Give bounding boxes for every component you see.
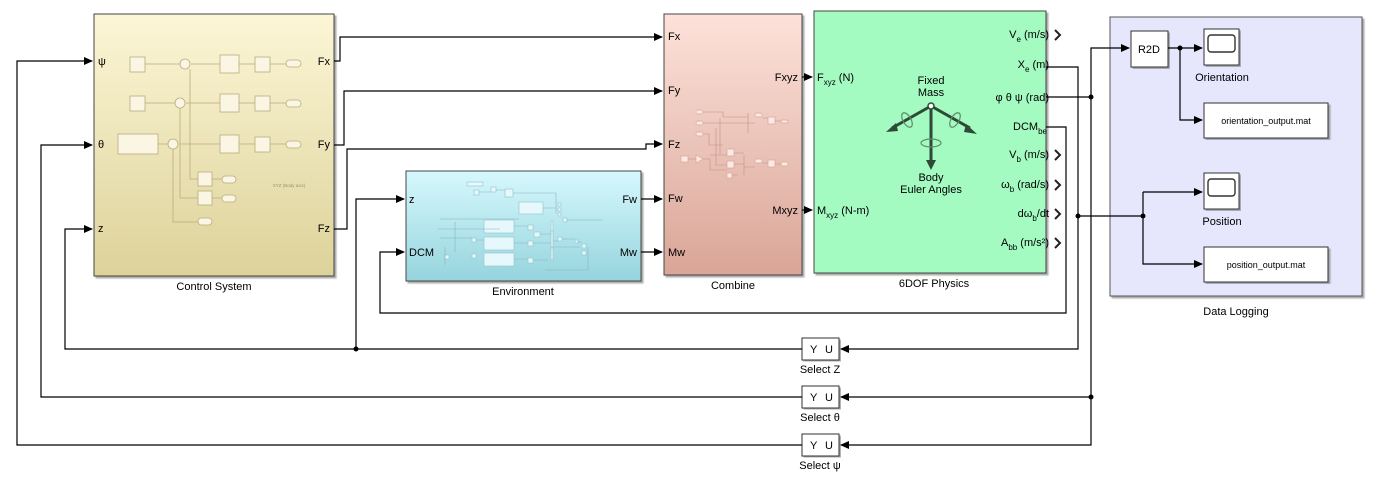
port-out-fy: Fy (318, 139, 331, 151)
signal-wires (16, 33, 1143, 449)
junction-dot (1075, 213, 1081, 219)
select-z-label: Select Z (800, 364, 841, 376)
position-scope[interactable] (1203, 172, 1240, 210)
port-in-theta: θ (98, 139, 104, 151)
port-out-vb: Vb (m/s) (1009, 149, 1049, 164)
port-out-fx: Fx (318, 56, 331, 68)
position-scope-label: Position (1202, 216, 1241, 228)
port-in-psi: ψ (98, 56, 106, 68)
wire-theta-feedback[interactable] (40, 141, 802, 398)
env-port-in-dcm: DCM (409, 247, 434, 259)
combine-preview (680, 109, 789, 179)
environment-label: Environment (492, 286, 554, 298)
environment-preview (438, 181, 603, 271)
wire-fx[interactable] (334, 33, 663, 62)
cmb-port-in-fx: Fx (668, 31, 681, 43)
select-theta-block[interactable]: Y U (801, 385, 840, 409)
wire-psi-feedback[interactable] (16, 57, 802, 446)
svg-text:U: U (825, 440, 833, 452)
port-out-dcm: DCMbe (1013, 121, 1048, 136)
select-z-block[interactable]: Y U (801, 337, 840, 361)
cmb-port-out-fxyz: Fxyz (775, 72, 798, 84)
env-port-out-mw: Mw (620, 247, 637, 259)
svg-text:Y: Y (810, 344, 818, 356)
svg-text:Y: Y (810, 392, 818, 404)
sixdof-physics-block[interactable]: Fxyz (N) Mxyz (N-m) Ve (m/s) Xe (m) φ θ … (813, 10, 1062, 274)
junction-dot (353, 346, 359, 352)
wire-z-feedback[interactable] (64, 225, 802, 350)
junction-dot (1088, 394, 1094, 400)
r2d-label: R2D (1138, 44, 1160, 56)
data-logging-label: Data Logging (1203, 306, 1268, 318)
svg-text:U: U (825, 392, 833, 404)
wire-euler-to-r2d[interactable] (1090, 44, 1130, 97)
select-theta-label: Select θ (800, 412, 840, 424)
port-in-z: z (98, 223, 104, 235)
position-file-label: position_output.mat (1227, 260, 1306, 270)
wire-r2d-file (1179, 48, 1203, 124)
svg-text:Y: Y (810, 440, 818, 452)
select-psi-label: Select ψ (799, 460, 841, 472)
control-system-preview: XYZ (Body axis) (117, 54, 306, 226)
select-psi-block[interactable]: Y U (801, 433, 840, 457)
port-out-dwb: dωb/dt (1018, 208, 1049, 223)
port-out-fz: Fz (318, 223, 330, 235)
port-out-wb: ωb (rad/s) (1001, 179, 1049, 194)
orientation-scope-label: Orientation (1195, 72, 1249, 84)
svg-text:Fixed: Fixed (918, 75, 945, 87)
orientation-file-label: orientation_output.mat (1221, 116, 1311, 126)
env-port-in-z: z (409, 194, 415, 206)
control-system-block[interactable]: XYZ (Body axis) ψ θ z Fx Fy Fz (93, 13, 335, 277)
port-out-xe: Xe (m) (1018, 59, 1049, 74)
svg-text:U: U (825, 344, 833, 356)
cmb-port-in-fz: Fz (668, 139, 680, 151)
cmb-port-in-fy: Fy (668, 85, 681, 97)
scope-icon (1207, 34, 1236, 53)
sixdof-label: 6DOF Physics (899, 278, 970, 290)
annotation-text: XYZ (Body axis) (273, 183, 306, 188)
wire-euler-to-select-psi[interactable] (840, 96, 1092, 449)
orientation-scope[interactable] (1203, 28, 1240, 66)
svg-text:Mass: Mass (918, 87, 945, 99)
svg-text:Euler Angles: Euler Angles (900, 184, 962, 196)
position-to-file-block[interactable] (1203, 246, 1329, 283)
data-logging-subsystem[interactable]: Data Logging R2D Orientation orientation… (1109, 16, 1363, 318)
cmb-port-in-mw: Mw (668, 247, 685, 259)
svg-text:Body: Body (918, 172, 944, 184)
wire-xe-to-select-z[interactable] (840, 66, 1079, 353)
wire-pos-file (1142, 216, 1203, 268)
sixdof-outputs: Ve (m/s) Xe (m) φ θ ψ (rad) DCMbe Vb (m/… (996, 29, 1050, 252)
environment-block[interactable]: z DCM Fw Mw (405, 170, 642, 282)
env-port-out-fw: Fw (622, 194, 637, 206)
cmb-port-out-mxyz: Mxyz (772, 205, 798, 217)
cmb-port-in-fw: Fw (668, 193, 683, 205)
port-out-ve: Ve (m/s) (1009, 29, 1049, 44)
junction-dot (1088, 94, 1094, 100)
wire-fy[interactable] (334, 87, 663, 146)
r2d-block[interactable] (1130, 30, 1169, 68)
port-out-euler: φ θ ψ (rad) (996, 92, 1050, 104)
sixdof-port-in-fxyz: Fxyz (N) (817, 72, 854, 87)
combine-block[interactable]: Fx Fy Fz Fw Mw Fxyz Mxyz (663, 13, 803, 276)
orientation-to-file-block[interactable] (1203, 102, 1329, 139)
wire-fz[interactable] (334, 140, 663, 230)
wire-z-to-environment[interactable] (355, 195, 405, 349)
combine-label: Combine (711, 280, 755, 292)
body-axes-icon: Fixed Mass Body Euler Angles (886, 75, 977, 196)
unconnected-port-markers (1054, 29, 1062, 249)
wire-dcm-to-environment[interactable] (379, 126, 1067, 314)
port-out-abb: Abb (m/s²) (1001, 237, 1049, 252)
scope-icon (1207, 178, 1236, 197)
sixdof-port-in-mxyz: Mxyz (N-m) (817, 205, 869, 220)
control-system-label: Control System (176, 281, 251, 293)
